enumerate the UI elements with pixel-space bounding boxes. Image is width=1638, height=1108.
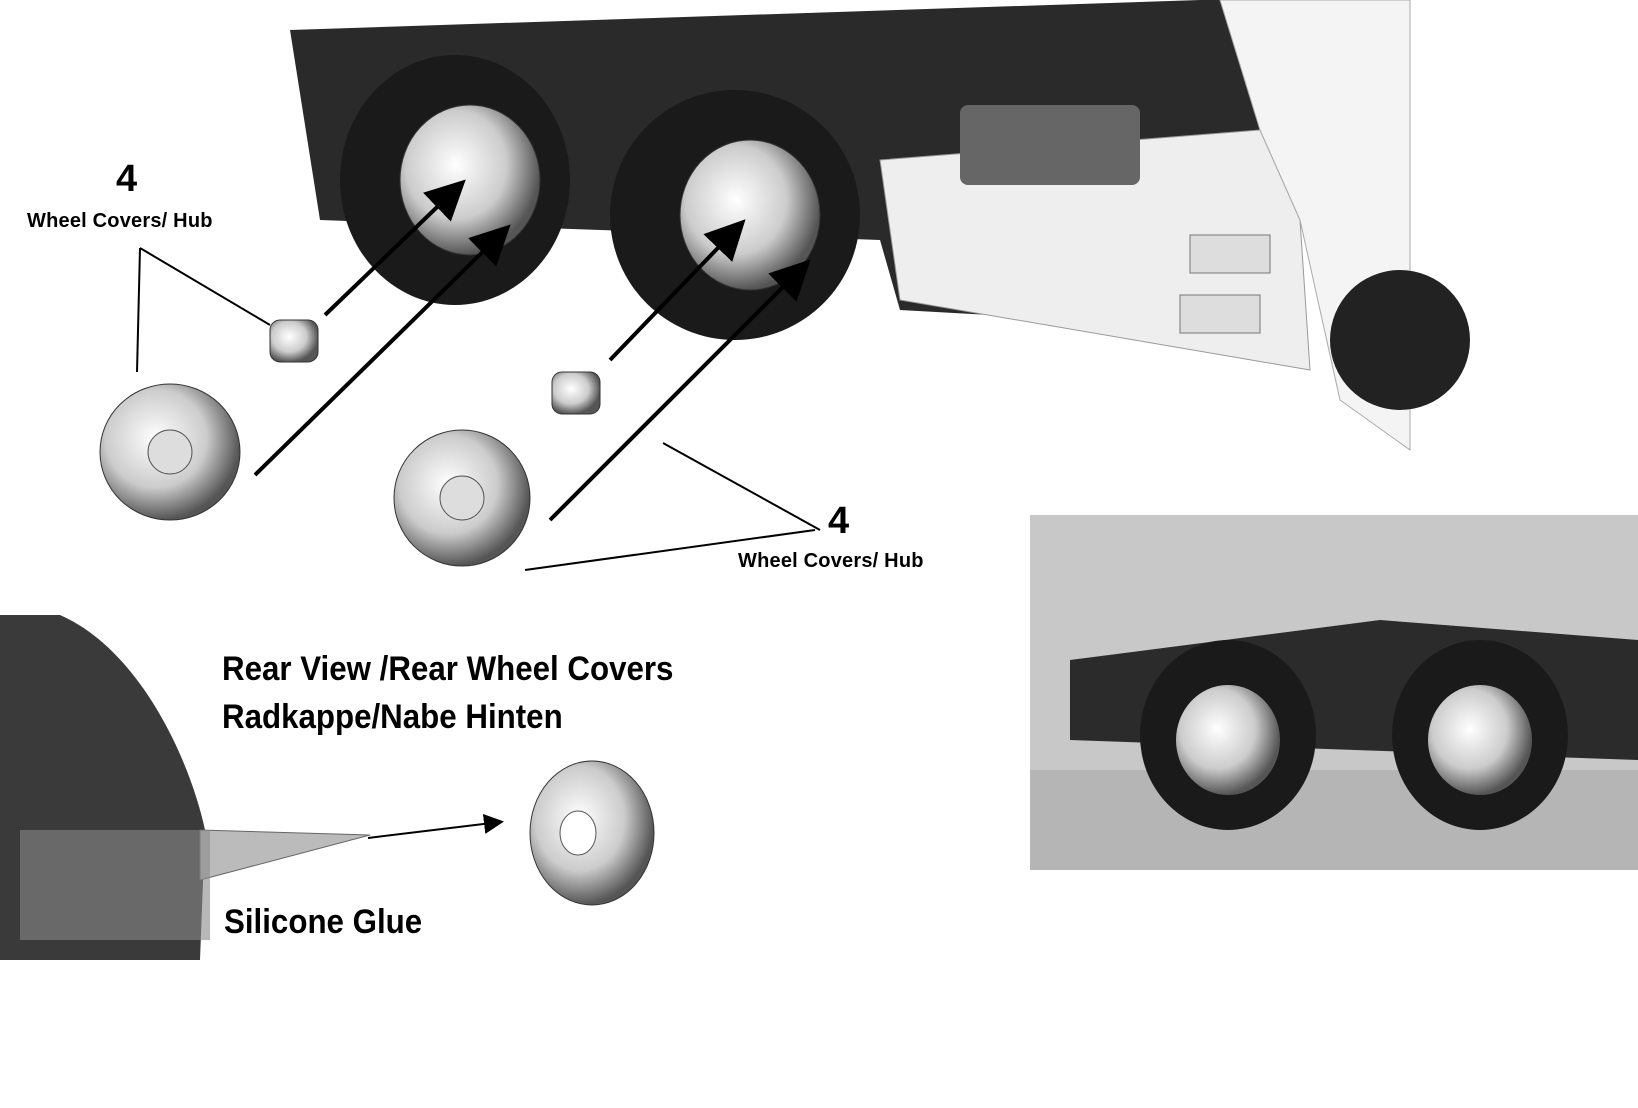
leader-lines: [136, 247, 821, 571]
hub-cap-part: [551, 371, 601, 415]
callout-label: Wheel Covers/ Hub: [738, 550, 924, 572]
callout-quantity: 4: [828, 500, 850, 542]
rear-wheel-2: [610, 90, 860, 340]
rear-wheel-cover-part: [529, 760, 655, 906]
hub-cap-part: [269, 319, 319, 363]
assembly-arrows: [253, 179, 811, 839]
callout-label: Wheel Covers/ Hub: [27, 210, 213, 232]
completed-axle-photo: [1030, 515, 1638, 870]
rear-view-subtitle: Radkappe/Nabe Hinten: [222, 698, 563, 736]
silicone-glue-photo: [0, 615, 371, 960]
callout-quantity: 4: [116, 158, 138, 200]
silicone-glue-label: Silicone Glue: [224, 903, 423, 941]
rear-view-title: Rear View /Rear Wheel Covers: [222, 650, 674, 688]
